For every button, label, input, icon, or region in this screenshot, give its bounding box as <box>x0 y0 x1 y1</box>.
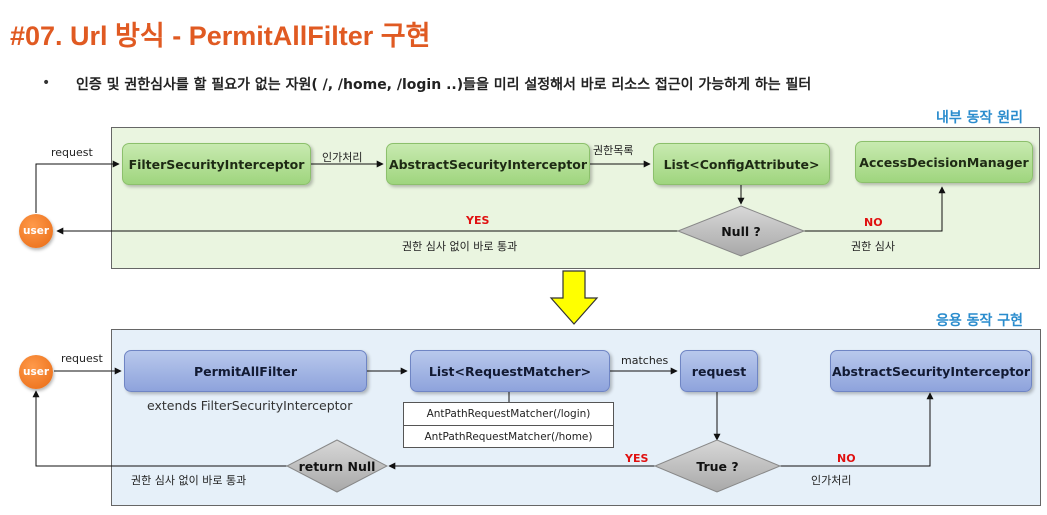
filter-security-interceptor-box: FilterSecurityInterceptor <box>122 143 311 185</box>
extends-text: extends FilterSecurityInterceptor <box>147 398 353 413</box>
internal-request-label: request <box>51 146 93 159</box>
application-pass-description: 권한 심사 없이 바로 통과 <box>131 474 247 487</box>
config-attribute-list-box: List<ConfigAttribute> <box>653 143 830 185</box>
request-matcher-list-box: List<RequestMatcher> <box>410 350 610 392</box>
authorize-label: 인가처리 <box>322 151 363 164</box>
application-yes-label: YES <box>625 452 649 465</box>
application-request-label: request <box>61 352 103 365</box>
internal-review-description: 권한 심사 <box>851 240 895 253</box>
matcher-login-row: AntPathRequestMatcher(/login) <box>426 408 591 420</box>
true-decision-text: True ? <box>696 458 739 474</box>
application-user-icon: user <box>19 355 53 389</box>
permission-list-label: 권한목록 <box>593 144 634 157</box>
null-decision-diamond <box>676 205 806 257</box>
permit-all-filter-box: PermitAllFilter <box>124 350 367 392</box>
description-text: 인증 및 권한심사를 할 필요가 없는 자원( /, /home, /login… <box>76 77 812 93</box>
application-no-label: NO <box>837 452 856 465</box>
return-null-diamond <box>285 439 389 493</box>
return-null-text: return Null <box>298 458 376 474</box>
true-decision-diamond <box>653 439 782 493</box>
matcher-list: AntPathRequestMatcher(/login) AntPathReq… <box>403 402 614 448</box>
internal-pass-description: 권한 심사 없이 바로 통과 <box>402 240 518 253</box>
page-title: #07. Url 방식 - PermitAllFilter 구현 <box>10 21 431 51</box>
internal-yes-label: YES <box>466 214 490 227</box>
abstract-security-interceptor-box: AbstractSecurityInterceptor <box>386 143 590 185</box>
internal-connectors <box>35 160 946 235</box>
internal-user-icon: user <box>19 214 53 248</box>
null-decision-text: Null ? <box>721 223 761 239</box>
transition-arrow <box>549 270 599 325</box>
matches-label: matches <box>621 354 669 367</box>
abstract-security-interceptor-app-box: AbstractSecurityInterceptor <box>830 350 1032 392</box>
application-authorize-description: 인가처리 <box>811 474 852 487</box>
application-connectors <box>32 367 934 470</box>
internal-no-label: NO <box>864 216 883 229</box>
request-box: request <box>680 350 758 392</box>
matcher-home-row: AntPathRequestMatcher(/home) <box>404 425 613 448</box>
application-heading: 응용 동작 구현 <box>936 313 1024 329</box>
internal-heading: 내부 동작 원리 <box>936 110 1024 126</box>
bullet-marker: • <box>42 75 51 91</box>
access-decision-manager-box: AccessDecisionManager <box>855 141 1033 183</box>
